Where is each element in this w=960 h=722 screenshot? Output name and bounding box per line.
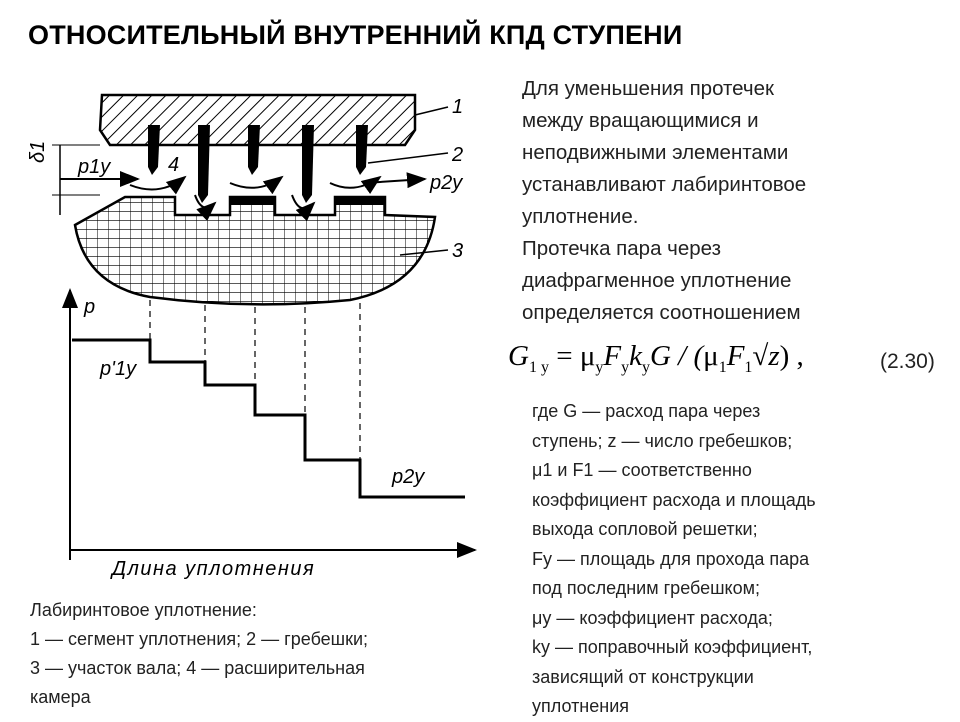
definition-line: выхода сопловой решетки; <box>532 519 758 539</box>
label-2: 2 <box>451 144 463 166</box>
definition-line: μ1 и F1 — соответственно <box>532 460 752 480</box>
page-title: ОТНОСИТЕЛЬНЫЙ ВНУТРЕННИЙ КПД СТУПЕНИ <box>28 20 683 50</box>
intro-line: определяется соотношением <box>522 301 801 324</box>
definition-line: зависящий от конструкции <box>532 666 754 687</box>
formula-2-30: G1 y = μyFykyG / (μ1F1√z) , <box>508 340 804 376</box>
definition-line: коэффициент расхода и площадь <box>532 489 816 510</box>
caption-line: Лабиринтовое уплотнение: <box>30 600 257 620</box>
intro-line: между вращающимися и <box>522 109 759 132</box>
definition-line: где G — расход пара через <box>532 401 761 421</box>
comb-4 <box>302 125 314 203</box>
intro-text: Для уменьшения протечек между вращающими… <box>522 73 952 329</box>
definitions-text: где G — расход пара через ступень; z — ч… <box>532 397 952 722</box>
comb-1 <box>148 125 160 175</box>
pressure-curve <box>72 338 465 499</box>
shaft-section <box>73 195 437 306</box>
intro-line: неподвижными элементами <box>522 141 789 164</box>
intro-line: Для уменьшения протечек <box>522 77 774 100</box>
definition-line: ky — поправочный коэффициент, <box>532 637 813 657</box>
caption-line: камера <box>30 687 91 707</box>
caption-line: 1 — сегмент уплотнения; 2 — гребешки; <box>30 629 369 649</box>
comb-2 <box>198 125 210 203</box>
intro-line: уплотнение. <box>522 205 639 228</box>
p-axis-label: p <box>83 296 95 318</box>
caption-line: 3 — участок вала; 4 — расширительная <box>30 658 365 678</box>
label-3: 3 <box>452 240 463 262</box>
p2y-graph-label: p2y <box>391 466 425 488</box>
label-1: 1 <box>452 96 463 118</box>
intro-line: Протечка пара через <box>522 237 721 260</box>
x-axis-label: Длина уплотнения <box>110 558 315 580</box>
p1y-top-label: p1y <box>77 156 111 178</box>
definition-line: ступень; z — число гребешков; <box>532 430 793 451</box>
definition-line: Fy — площадь для прохода пара <box>532 548 810 569</box>
intro-line: диафрагменное уплотнение <box>522 269 792 292</box>
delta-label: δ1 <box>27 141 49 163</box>
intro-line: устанавливают лабиринтовое <box>522 173 807 196</box>
seal-segment <box>98 93 417 147</box>
figure-caption: Лабиринтовое уплотнение: 1 — сегмент упл… <box>30 596 500 712</box>
labyrinth-seal-figure: δ1 1 2 3 4 p1y p2y p p'1y p2y Длина упло… <box>27 93 477 580</box>
definition-line: уплотнения <box>532 696 630 716</box>
p1y-graph-label: p'1y <box>99 358 137 380</box>
label-4: 4 <box>168 154 179 176</box>
p2y-top-label: p2y <box>429 172 463 194</box>
comb-5 <box>356 125 368 175</box>
equation-number: (2.30) <box>880 350 935 373</box>
definition-line: под последним гребешком; <box>532 578 761 598</box>
definition-line: μy — коэффициент расхода; <box>532 607 773 628</box>
comb-3 <box>248 125 260 175</box>
